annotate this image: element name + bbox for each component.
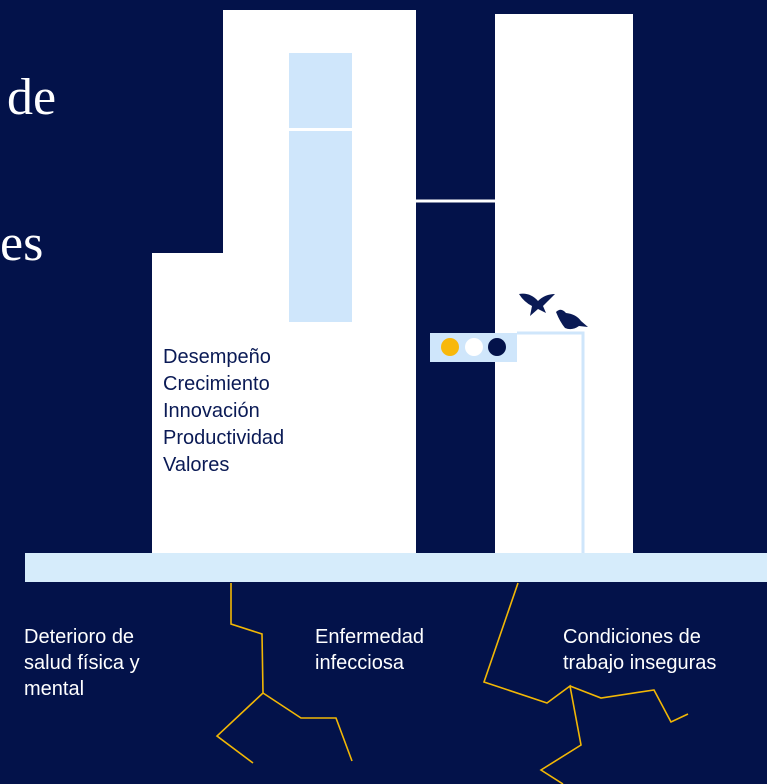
crack-right-branch: [569, 685, 689, 724]
root-label-left-line: salud física y: [24, 652, 140, 674]
ground-platform: [25, 553, 767, 582]
traffic-light-pole: [517, 331, 585, 553]
root-label-left: Deterioro de salud física y mental: [24, 624, 140, 702]
root-label-left-line: mental: [24, 678, 85, 700]
heading-fragment-1: de: [7, 69, 57, 126]
light-white: [465, 338, 483, 356]
crack-lines: [215, 582, 689, 784]
window-lower: [289, 131, 352, 322]
building-values-list: Desempeño Crecimiento Innovación Product…: [163, 344, 284, 479]
root-label-right-line: Condiciones de: [563, 626, 701, 648]
value-item: Productividad: [163, 427, 285, 449]
root-label-center-line: infecciosa: [315, 652, 404, 674]
value-item: Desempeño: [163, 346, 271, 368]
light-navy: [488, 338, 506, 356]
root-label-center-line: Enfermedad: [315, 626, 424, 648]
crack-left: [215, 583, 264, 764]
value-item: Innovación: [163, 400, 260, 422]
light-yellow: [441, 338, 459, 356]
value-item: Valores: [163, 454, 230, 476]
bird-icon-perched: [556, 309, 588, 330]
root-label-right-line: trabajo inseguras: [563, 652, 717, 674]
root-label-right: Condiciones de trabajo inseguras: [563, 624, 716, 676]
root-label-left-line: Deterioro de: [24, 626, 135, 648]
crack-right: [482, 582, 582, 784]
root-label-center: Enfermedad infecciosa: [315, 624, 424, 676]
value-item: Crecimiento: [163, 373, 270, 395]
heading-fragment-2: es: [0, 215, 44, 272]
right-building: [495, 14, 633, 553]
crack-left-branch: [262, 692, 353, 762]
traffic-light-icon: [430, 333, 517, 362]
bird-icon-flying: [519, 293, 555, 316]
window-upper: [289, 53, 352, 128]
